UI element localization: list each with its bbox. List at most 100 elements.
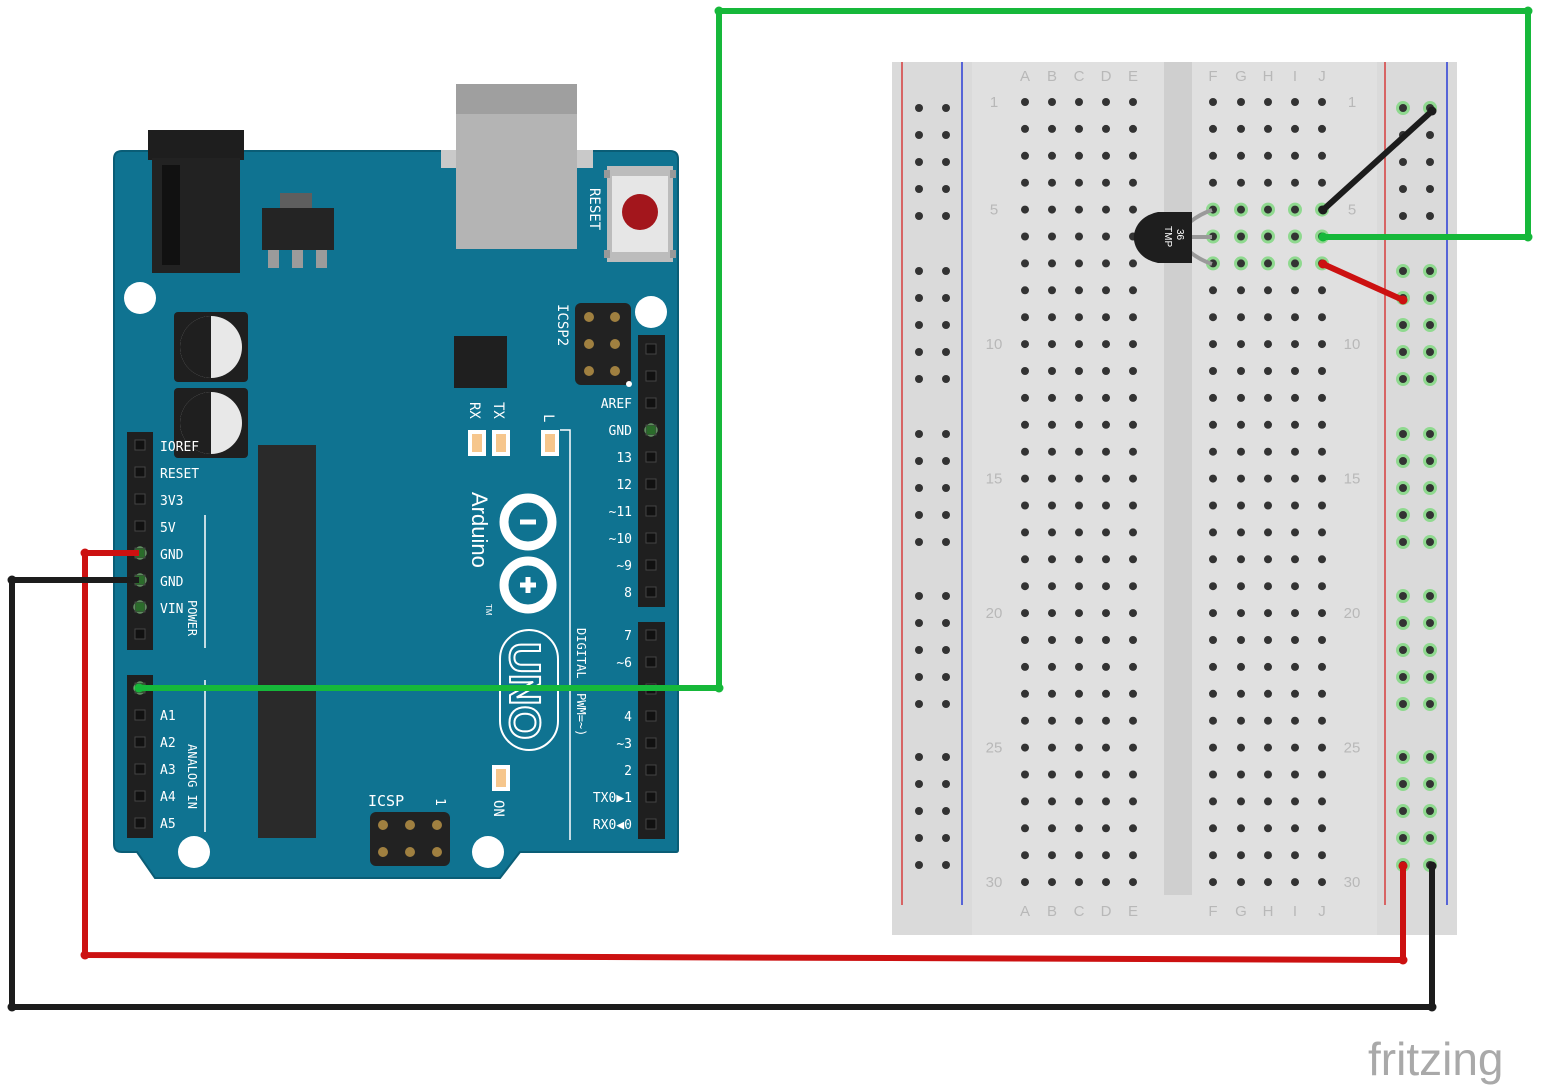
- breadboard-hole: [1318, 824, 1326, 833]
- header-pin[interactable]: [645, 818, 657, 830]
- header-pin[interactable]: [645, 710, 657, 722]
- header-pin[interactable]: [645, 343, 657, 355]
- wire-green-signal[interactable]: [139, 8, 1531, 691]
- header-pin[interactable]: [134, 628, 146, 640]
- header-pin[interactable]: [645, 586, 657, 598]
- wire-end[interactable]: [80, 950, 90, 960]
- wire-end[interactable]: [714, 6, 724, 16]
- header-pin[interactable]: [645, 629, 657, 641]
- header-pin[interactable]: [645, 791, 657, 803]
- wire-end[interactable]: [1523, 6, 1533, 16]
- breadboard-hole: [1102, 367, 1110, 375]
- breadboard-hole: [1318, 555, 1326, 564]
- breadboard-hole: [1102, 582, 1110, 591]
- rail-hole: [915, 700, 923, 708]
- breadboard-hole: [1318, 528, 1326, 537]
- breadboard-hole: [1291, 98, 1299, 106]
- header-pin[interactable]: [134, 601, 146, 613]
- wire-end[interactable]: [1318, 232, 1328, 242]
- rail-hole: [942, 673, 950, 681]
- voltage-regulator: [262, 208, 334, 250]
- tmp36-sensor[interactable]: TMP 36: [1133, 208, 1213, 266]
- breadboard-hole: [1075, 340, 1083, 349]
- wire-end[interactable]: [7, 1002, 17, 1012]
- header-pin[interactable]: [645, 478, 657, 490]
- wire-end[interactable]: [1427, 1002, 1437, 1012]
- digital-pin-label: 13: [616, 451, 632, 466]
- header-pin[interactable]: [645, 397, 657, 409]
- breadboard-hole: [1237, 98, 1245, 106]
- dc-power-jack-inner: [162, 165, 180, 265]
- header-pin[interactable]: [134, 763, 146, 775]
- breadboard-hole: [1291, 151, 1299, 160]
- wire-end[interactable]: [1318, 205, 1328, 215]
- wire-black-jumper[interactable]: [1320, 108, 1435, 213]
- wire-end[interactable]: [1523, 232, 1533, 242]
- breadboard-hole: [1264, 259, 1272, 268]
- breadboard-hole: [1075, 582, 1083, 591]
- wire-end[interactable]: [1427, 861, 1437, 871]
- breadboard-hole: [1075, 474, 1083, 483]
- breadboard-hole: [1075, 851, 1083, 860]
- header-pin[interactable]: [645, 764, 657, 776]
- rail-hole: [1399, 538, 1407, 546]
- header-pin[interactable]: [645, 559, 657, 571]
- wire-end[interactable]: [1398, 295, 1408, 305]
- breadboard-hole: [1021, 98, 1029, 106]
- header-pin[interactable]: [134, 817, 146, 829]
- breadboard-hole: [1129, 501, 1137, 510]
- wire-end[interactable]: [134, 683, 144, 693]
- power-pin-label: 5V: [160, 521, 176, 536]
- wire-end[interactable]: [80, 548, 90, 558]
- wire-red-jumper[interactable]: [1320, 261, 1406, 303]
- header-pin[interactable]: [134, 466, 146, 478]
- row-number: 20: [986, 605, 1003, 622]
- breadboard-hole: [1291, 743, 1299, 752]
- header-pin[interactable]: [645, 737, 657, 749]
- rail-hole: [1426, 780, 1434, 788]
- header-pin[interactable]: [134, 736, 146, 748]
- breadboard-hole: [1264, 232, 1272, 241]
- breadboard-hole: [1291, 636, 1299, 644]
- breadboard-hole: [1048, 232, 1056, 241]
- rail-hole: [942, 375, 950, 383]
- reset-button[interactable]: [604, 166, 676, 262]
- header-pin[interactable]: [645, 424, 657, 436]
- header-pin[interactable]: [134, 709, 146, 721]
- breadboard-hole: [1048, 609, 1056, 618]
- row-number: 25: [1344, 740, 1361, 757]
- breadboard-hole: [1209, 340, 1217, 349]
- header-pin[interactable]: [645, 451, 657, 463]
- breadboard-hole: [1048, 689, 1056, 698]
- breadboard-hole: [1237, 636, 1245, 644]
- breadboard-hole: [1264, 178, 1272, 187]
- breadboard-hole: [1102, 609, 1110, 618]
- header-pin[interactable]: [134, 520, 146, 532]
- column-label: E: [1128, 68, 1138, 85]
- wire-end[interactable]: [1398, 955, 1408, 965]
- header-pin[interactable]: [645, 656, 657, 668]
- wire-end[interactable]: [1427, 106, 1437, 116]
- breadboard-hole: [1264, 205, 1272, 214]
- wire-end[interactable]: [1318, 259, 1328, 269]
- breadboard-hole: [1318, 501, 1326, 510]
- wire-end[interactable]: [714, 683, 724, 693]
- breadboard-hole: [1129, 286, 1137, 295]
- breadboard-hole: [1209, 662, 1217, 671]
- header-pin[interactable]: [134, 493, 146, 505]
- breadboard-hole: [1075, 259, 1083, 268]
- header-pin[interactable]: [645, 370, 657, 382]
- header-pin[interactable]: [134, 439, 146, 451]
- rail-hole: [915, 753, 923, 761]
- wire-end[interactable]: [1398, 861, 1408, 871]
- mounting-hole: [178, 836, 210, 868]
- breadboard-hole: [1264, 124, 1272, 133]
- header-pin[interactable]: [645, 505, 657, 517]
- header-pin[interactable]: [645, 532, 657, 544]
- breadboard-hole: [1129, 797, 1137, 806]
- header-pin[interactable]: [134, 790, 146, 802]
- row-number: 30: [986, 874, 1003, 891]
- breadboard-hole: [1318, 689, 1326, 698]
- rail-hole: [942, 484, 950, 492]
- wire-end[interactable]: [7, 575, 17, 585]
